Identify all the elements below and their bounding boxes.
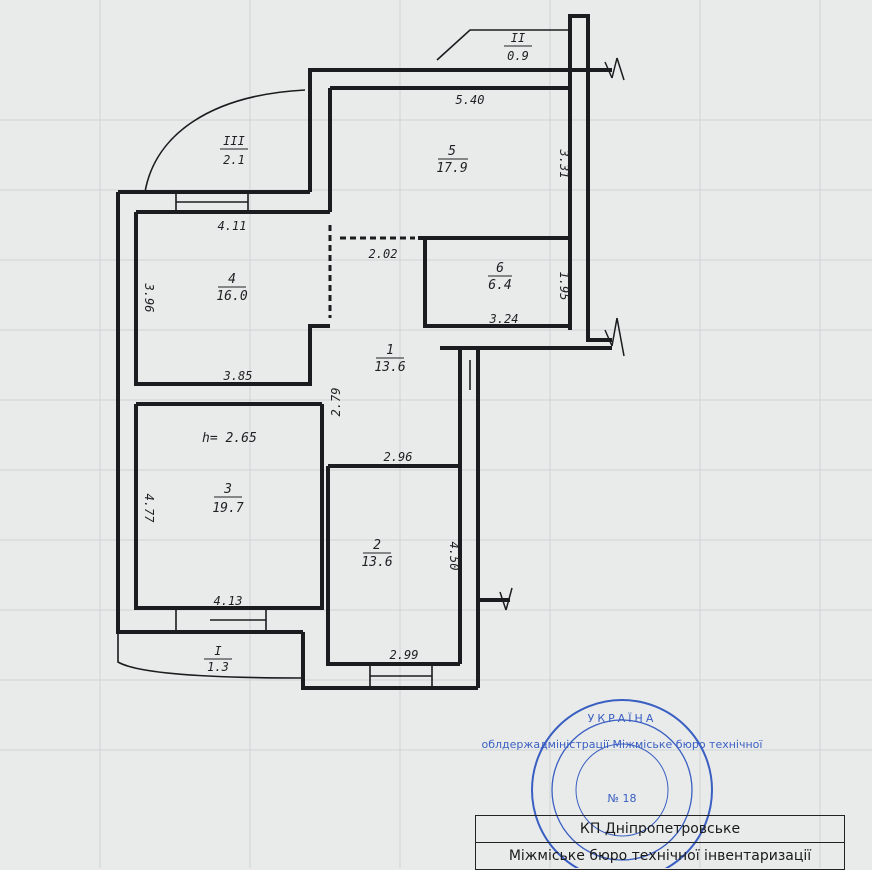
dim-room2-side: 4.50 <box>447 542 461 571</box>
dim-room4-top: 4.11 <box>218 219 247 233</box>
room-5-area: 17.9 <box>436 161 467 176</box>
dimension-labels: 5.40 3.31 4.11 3.96 3.85 2.02 1.95 3.24 … <box>142 93 571 662</box>
balcony-3-number: III <box>223 134 245 148</box>
room-5-number: 5 <box>448 144 456 159</box>
title-line-2: Міжміське бюро технічної інвентаризації <box>508 848 812 864</box>
balcony-1-number: I <box>214 644 221 658</box>
balcony-3-area: 2.1 <box>223 153 245 167</box>
dim-room6-top: 2.02 <box>369 247 398 261</box>
stamp-number: № 18 <box>608 792 637 805</box>
dim-room3-bottom: 4.13 <box>214 594 243 608</box>
walls <box>116 14 612 690</box>
room-4-area: 16.0 <box>216 289 247 304</box>
dim-room2-top: 2.96 <box>384 450 413 464</box>
dim-room3-side: 4.77 <box>142 494 156 524</box>
room-3-number: 3 <box>223 482 232 497</box>
room-6-number: 6 <box>496 261 504 276</box>
room-1-number: 1 <box>386 343 394 358</box>
room-6-area: 6.4 <box>488 278 511 293</box>
official-stamp: УКРАЇНА облдержадміністрації Міжміське б… <box>482 699 764 868</box>
door-openings <box>320 225 427 468</box>
windows <box>175 191 471 689</box>
room-3-area: 19.7 <box>212 501 243 516</box>
room-4-number: 4 <box>228 272 236 287</box>
room-2-number: 2 <box>373 538 381 553</box>
dim-room4-side: 3.96 <box>142 283 156 313</box>
dim-corridor-side: 2.79 <box>329 388 343 417</box>
break-marks <box>499 57 625 611</box>
balcony-2-area: 0.9 <box>507 49 529 63</box>
dim-room6-bottom: 3.24 <box>489 312 519 326</box>
dim-room6-side: 1.95 <box>557 272 571 301</box>
balconies <box>117 29 570 679</box>
balcony-1-area: 1.3 <box>207 660 229 674</box>
title-line-1: КП Дніпропетровське <box>476 816 844 843</box>
ceiling-height: h= 2.65 <box>202 431 257 446</box>
title-block: КП Дніпропетровське Міжміське бюро техні… <box>475 815 845 870</box>
dim-room2-bottom: 2.99 <box>390 648 419 662</box>
dim-room5-depth: 3.31 <box>557 149 571 179</box>
dim-room4-bottom: 3.85 <box>223 369 253 383</box>
room-labels: 5 17.9 4 16.0 6 6.4 1 13.6 3 19.7 2 13.6… <box>202 31 532 674</box>
balcony-2-number: II <box>511 31 525 45</box>
stamp-ring-text: облдержадміністрації Міжміське бюро техн… <box>482 738 764 751</box>
room-1-area: 13.6 <box>374 360 405 375</box>
stamp-top-text: УКРАЇНА <box>588 712 657 725</box>
room-2-area: 13.6 <box>361 555 392 570</box>
dim-room5-width: 5.40 <box>456 93 485 107</box>
